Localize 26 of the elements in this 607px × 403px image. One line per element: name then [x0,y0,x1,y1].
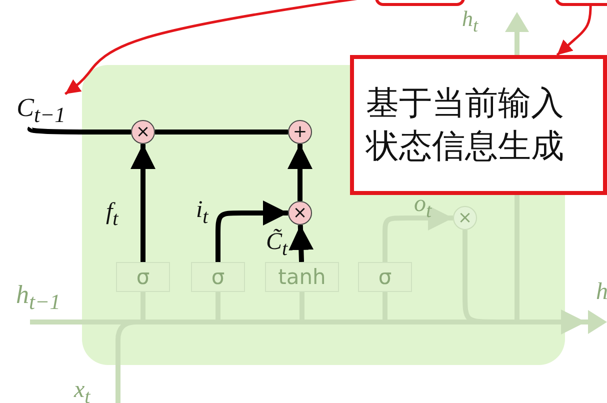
output-label: h [596,280,607,304]
connector-line [28,126,131,134]
input-label: h$_{t−1}$ [16,282,60,314]
arrow [216,200,288,262]
arrow [382,206,453,262]
gate-box: σ [116,262,170,292]
input-label: x$_{t}$ [74,378,90,403]
operator-circle: × [131,120,155,144]
callout-box: 基于当前输入状态信息生成 [350,55,607,195]
operator-circle: + [288,120,312,144]
arrow [288,144,312,201]
operator-circle: × [453,206,477,230]
state-label: C$_{t−1}$ [10,94,72,128]
arrow [130,144,156,262]
callout-arrow [556,6,592,56]
arrow [288,224,314,262]
gate-box: σ [358,262,412,292]
edge-label: o$_{t}$ [414,192,432,221]
edge-label: C̃$_{t}$ [266,230,288,259]
edge-label: f$_{t}$ [106,200,118,229]
operator-circle: × [288,201,312,225]
output-label: h$_{t}$ [462,8,478,35]
connector-line [155,130,288,134]
gate-box: tanh [265,262,339,292]
gate-box: σ [191,262,245,292]
edge-label: i$_{t}$ [196,198,208,227]
